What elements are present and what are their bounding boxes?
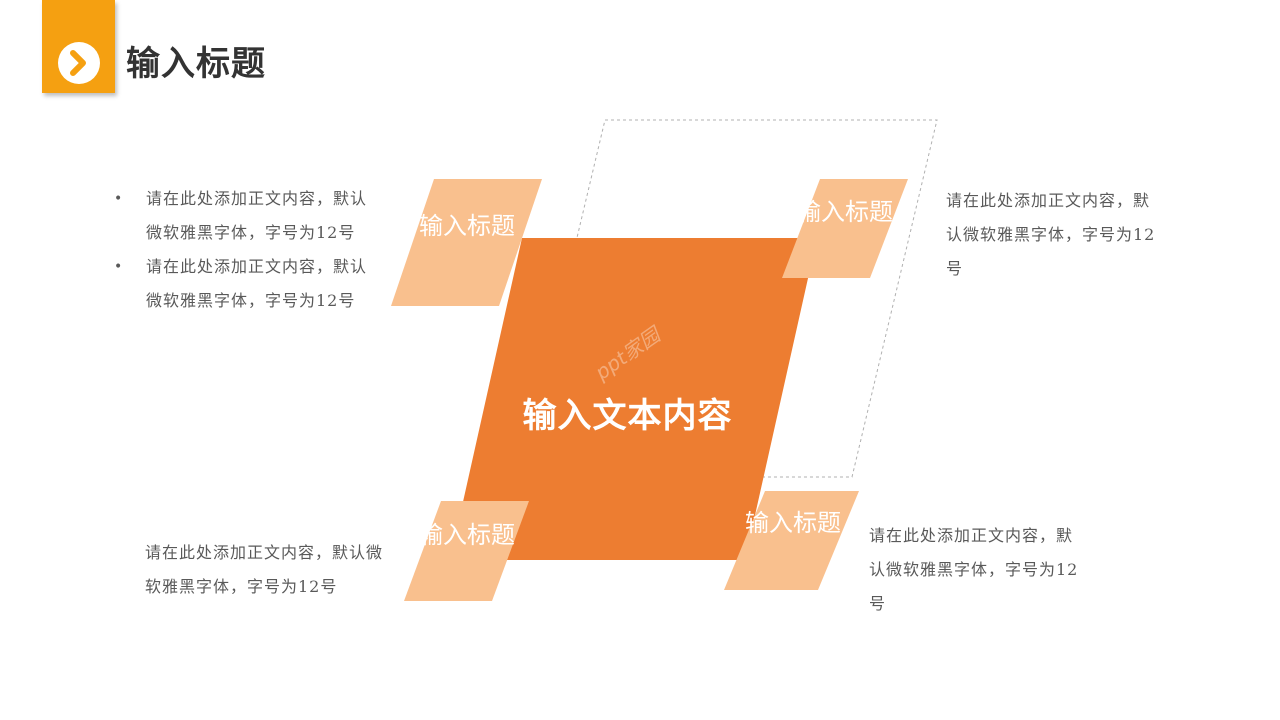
tile-bottom-left-label: 输入标题 [419, 521, 515, 549]
text-block-top-right: 请在此处添加正文内容，默认微软雅黑字体，字号为12号 [946, 191, 1156, 278]
tile-top-right [782, 179, 908, 278]
chevron-right-icon [70, 50, 86, 76]
tile-bottom-right-label: 输入标题 [745, 509, 841, 537]
tile-bottom-right [724, 491, 859, 590]
text-block-bottom-left: 请在此处添加正文内容，默认微软雅黑字体，字号为12号 [145, 543, 384, 596]
bullet-list: 请在此处添加正文内容，默认微软雅黑字体，字号为12号 请在此处添加正文内容，默认… [112, 182, 372, 318]
bullet-item: 请在此处添加正文内容，默认微软雅黑字体，字号为12号 [112, 250, 372, 318]
page-title: 输入标题 [126, 44, 266, 84]
tile-top-right-label: 输入标题 [797, 198, 893, 226]
tile-top-left [391, 179, 542, 306]
tile-top-left-label: 输入标题 [419, 212, 515, 240]
bullet-item: 请在此处添加正文内容，默认微软雅黑字体，字号为12号 [112, 182, 372, 250]
header-icon-badge [42, 0, 115, 93]
text-block-bottom-right: 请在此处添加正文内容，默认微软雅黑字体，字号为12号 [869, 526, 1079, 613]
center-text: 输入文本内容 [522, 396, 733, 436]
center-parallelogram [450, 238, 817, 560]
tile-bottom-left [404, 501, 529, 601]
